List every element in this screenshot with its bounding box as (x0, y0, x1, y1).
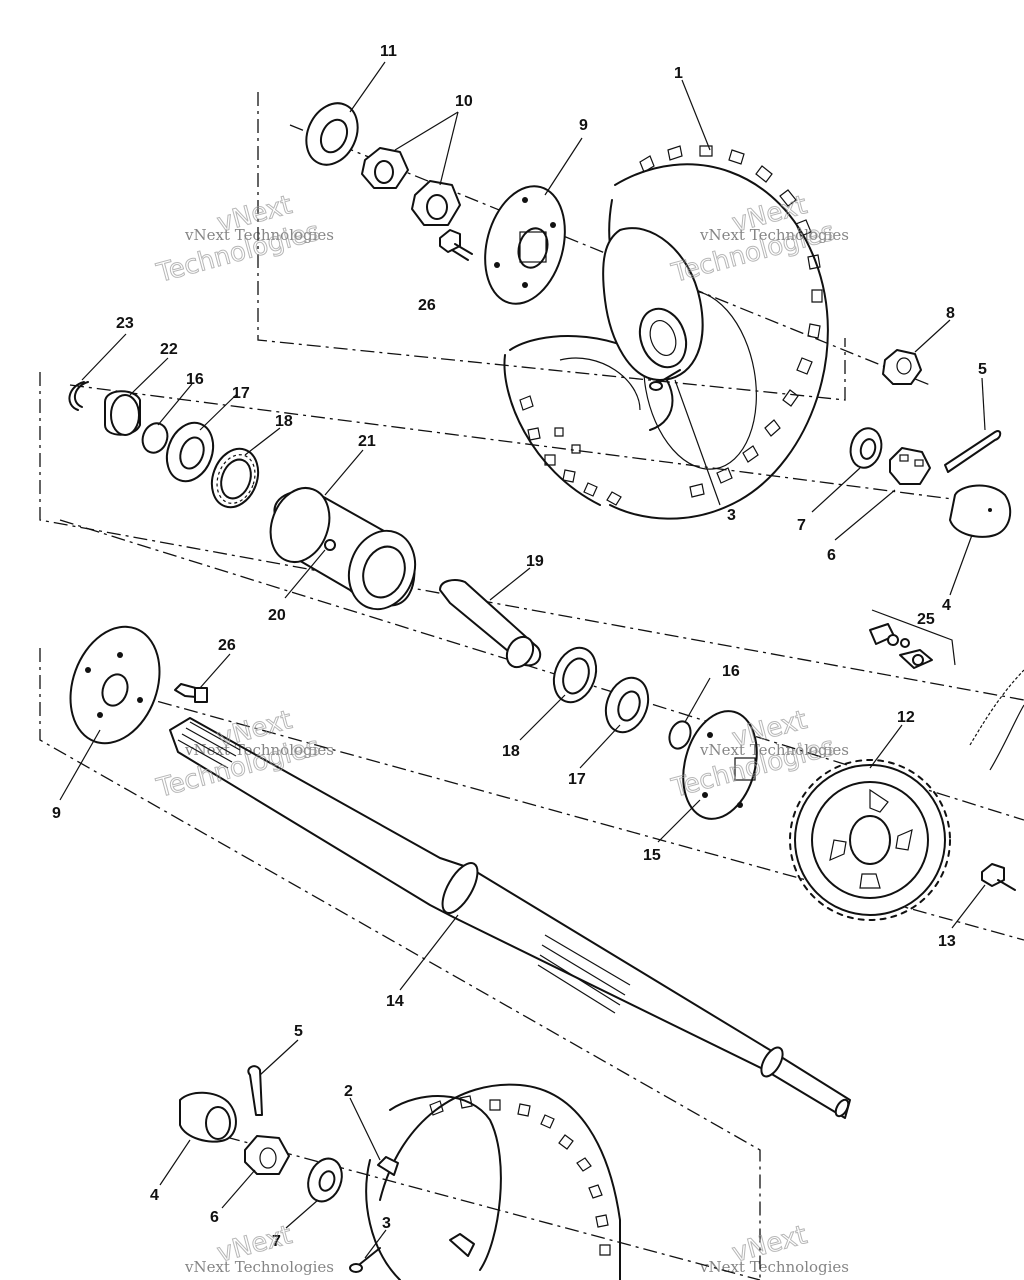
o-ring-16-upper (141, 422, 169, 454)
callout-22: 22 (160, 341, 178, 358)
castle-nut-6-lower (244, 1135, 290, 1175)
seal-17-upper (165, 421, 215, 483)
callout-1: 1 (674, 65, 683, 82)
lock-nut-10b (411, 180, 461, 226)
svg-text:vNext Technologies: vNext Technologies (184, 226, 334, 244)
sprocket-hub-15 (682, 710, 758, 820)
callout-23: 23 (116, 315, 134, 332)
snap-ring-23 (68, 381, 89, 411)
svg-text:vNext Technologies: vNext Technologies (184, 741, 334, 759)
callout-15: 15 (643, 847, 661, 864)
rear-axle-14 (169, 717, 851, 1119)
callout-7-upper: 7 (797, 517, 806, 534)
callout-5-upper: 5 (978, 361, 987, 378)
svg-text:vNext Technologies: vNext Technologies (699, 741, 849, 759)
callout-16-upper: 16 (186, 371, 204, 388)
callout-17-lower: 17 (568, 771, 586, 788)
bolt-13 (981, 863, 1016, 891)
collar-22 (104, 390, 141, 436)
spacer-19 (439, 579, 542, 669)
callout-9-upper: 9 (579, 117, 588, 134)
watermark-5: vNext Technologies vNext (184, 1220, 334, 1276)
nut-8 (882, 349, 922, 385)
callout-3-upper: 3 (727, 507, 736, 524)
drive-chain (969, 669, 1024, 771)
callout-4-lower: 4 (150, 1187, 159, 1204)
svg-text:vNext Technologies: vNext Technologies (184, 1258, 334, 1276)
leader-lines (59, 61, 986, 1259)
callout-6-lower: 6 (210, 1209, 219, 1226)
cotter-pin-5-upper (944, 430, 1002, 473)
watermark-1: vNext Technologies vNext Technologies (153, 190, 334, 290)
cap-4-upper (949, 484, 1012, 538)
bearing-housing-21 (269, 487, 417, 611)
seal-17-lower (604, 676, 650, 734)
callout-2: 2 (344, 1083, 353, 1100)
bearing-18-upper (210, 447, 260, 509)
watermark-2: vNext Technologies vNext Technologies (668, 190, 849, 290)
callout-18-upper: 18 (275, 413, 293, 430)
lower-wheel-tire (365, 1083, 621, 1280)
callout-12: 12 (897, 709, 915, 726)
watermark-6: vNext Technologies vNext (699, 1220, 849, 1276)
valve-stem-3-lower (349, 1247, 381, 1273)
callout-13: 13 (938, 933, 956, 950)
svg-text:vNext Technologies: vNext Technologies (699, 1258, 849, 1276)
callout-18-lower: 18 (502, 743, 520, 760)
hub-flange-9-upper (484, 185, 566, 305)
castle-nut-6-upper (889, 447, 931, 485)
cotter-pin-5-lower (247, 1065, 263, 1116)
washer-11 (305, 102, 359, 166)
callout-11: 11 (380, 43, 397, 60)
bolt-26-upper (439, 229, 473, 261)
lock-nut-10a (361, 147, 409, 189)
callout-labels: 1 2 3 3 4 4 5 5 6 6 7 7 8 9 9 10 11 12 1… (52, 43, 987, 1250)
callout-4-upper: 4 (942, 597, 951, 614)
callout-25: 25 (917, 611, 935, 628)
callout-26-upper: 26 (418, 297, 436, 314)
cap-4-lower (179, 1091, 237, 1143)
svg-text:vNext Technologies: vNext Technologies (699, 226, 849, 244)
callout-16-lower: 16 (722, 663, 740, 680)
callout-5-lower: 5 (294, 1023, 303, 1040)
callout-7-lower: 7 (272, 1233, 281, 1250)
callout-8: 8 (946, 305, 955, 322)
chain-link-25 (869, 623, 933, 669)
callout-20: 20 (268, 607, 286, 624)
callout-10: 10 (455, 93, 473, 110)
callout-9-lower: 9 (52, 805, 61, 822)
washer-7-upper (849, 427, 883, 469)
bolt-26-lower (174, 683, 208, 703)
callout-17-upper: 17 (232, 385, 250, 402)
washer-7-lower (307, 1157, 343, 1203)
upper-wheel-tire (503, 145, 829, 520)
watermarks: vNext Technologies vNext Technologies vN… (153, 190, 849, 1276)
sprocket-12 (789, 759, 951, 921)
callout-21: 21 (358, 433, 376, 450)
callout-3-lower: 3 (382, 1215, 391, 1232)
bearing-18-lower (552, 646, 598, 704)
callout-19: 19 (526, 553, 544, 570)
hub-flange-9-lower (69, 625, 161, 745)
callout-14: 14 (386, 993, 404, 1010)
callout-6-upper: 6 (827, 547, 836, 564)
callout-26-lower: 26 (218, 637, 236, 654)
